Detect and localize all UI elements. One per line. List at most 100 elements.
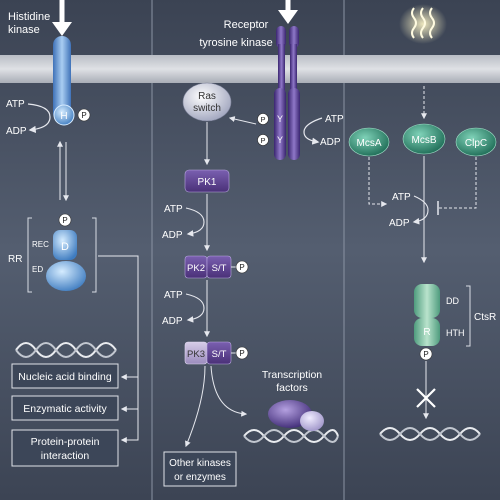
histidine-kinase xyxy=(53,36,71,122)
rtk-ligand-domain-left xyxy=(276,26,286,48)
rr-bracket-left xyxy=(27,217,32,293)
phosphate-icon xyxy=(257,134,269,146)
rtk-phosphate-1: P xyxy=(260,115,265,124)
rec-domain xyxy=(53,230,77,260)
panel-histidine-kinase: Histidine kinase H P ATP ADP RR REC ED D… xyxy=(6,0,139,467)
output-protein-line2: interaction xyxy=(41,450,90,462)
rtk-to-ras-arrow xyxy=(228,116,257,125)
output-box-nucleic xyxy=(11,363,119,389)
dd-label: DD xyxy=(446,296,459,306)
rtk-kinase-right xyxy=(288,88,300,160)
mcsb-label: McsB xyxy=(412,135,437,146)
rtk-atp-adp-arrow xyxy=(303,117,323,145)
output-protein-line1: Protein-protein xyxy=(31,436,100,448)
his-label: H xyxy=(60,111,67,122)
pk2-phosphate: P xyxy=(239,263,244,272)
rtk-title-line2: tyrosine kinase xyxy=(199,37,272,49)
panel-receptor-tyrosine-kinase: Receptor tyrosine kinase Y Y P P ATP ADP… xyxy=(162,0,344,487)
ctsr-r-label: R xyxy=(423,327,430,338)
effector-domain xyxy=(46,261,86,291)
pk1-label: PK1 xyxy=(198,177,217,188)
pk2-atp-adp-arrow xyxy=(185,293,205,323)
ras-label-line2: switch xyxy=(193,103,221,114)
cell-membrane xyxy=(0,55,500,83)
ctsr-phosphate: P xyxy=(423,350,428,359)
pk2-adp: ADP xyxy=(162,316,183,327)
rtk-phosphate-2: P xyxy=(260,136,265,145)
signal-arrow-head xyxy=(52,22,72,36)
tf-label-line2: factors xyxy=(276,382,308,394)
mcsa-to-mcsb-arrow xyxy=(368,157,388,207)
pk2-st-label: S/T xyxy=(212,263,227,274)
rtk-ligand-domain-right xyxy=(289,26,299,48)
d-label: D xyxy=(61,241,69,253)
ctsr-hth-domain xyxy=(414,318,440,346)
ras-switch xyxy=(182,82,232,122)
pk2-label: PK2 xyxy=(187,263,205,274)
rtk-atp: ATP xyxy=(325,114,344,125)
rtk-signal-arrow-head xyxy=(278,10,298,24)
phosphate-icon xyxy=(419,347,433,361)
pk3-st-label: S/T xyxy=(212,349,227,360)
phosphate-label: P xyxy=(81,111,86,120)
output-box-protein xyxy=(11,429,119,467)
hk-atp-adp-arrow xyxy=(27,103,51,134)
ctsr-dd-domain xyxy=(414,284,440,318)
mcs-adp: ADP xyxy=(389,218,410,229)
other-kinases-line2: or enzymes xyxy=(174,472,226,483)
mcs-atp-adp-arrow xyxy=(412,195,429,225)
blocked-x-icon xyxy=(416,388,436,408)
rr-label: RR xyxy=(8,254,22,265)
ctsr-label: CtsR xyxy=(474,312,496,323)
transcription-factor-small xyxy=(300,411,324,431)
pk3-phosphate: P xyxy=(239,349,244,358)
mcs-atp: ATP xyxy=(392,192,411,203)
panel-mcsb-ctsr: McsA McsB ClpC ATP ADP R P DD HTH CtsR xyxy=(348,4,497,441)
mcsa xyxy=(348,127,390,157)
pk3-to-other-arrow xyxy=(185,365,206,448)
dna-helix-middle xyxy=(243,429,339,443)
rr-bracket-right xyxy=(92,217,97,293)
phosphate-icon xyxy=(58,213,72,227)
other-kinases-line1: Other kinases xyxy=(169,458,231,469)
rr-phosphate-label: P xyxy=(62,216,67,225)
pk2-atp: ATP xyxy=(164,290,183,301)
ras-label-line1: Ras xyxy=(198,91,216,102)
his-domain xyxy=(53,104,75,126)
output-enzymatic-label: Enzymatic activity xyxy=(23,403,107,415)
pk3-to-tf-arrow xyxy=(210,365,248,417)
mcsa-label: McsA xyxy=(357,138,382,149)
ctsr-bracket xyxy=(466,285,471,347)
clpc-inhibition-line xyxy=(438,157,477,209)
pk1-atp-adp-arrow xyxy=(185,207,205,237)
tyr-label-1: Y xyxy=(277,114,283,124)
rtk-transmembrane-right xyxy=(290,44,297,92)
tyr-label-2: Y xyxy=(277,135,283,145)
clpc xyxy=(455,127,497,157)
hk-title-line2: kinase xyxy=(8,24,40,36)
dna-helix-left xyxy=(15,342,117,358)
hth-label: HTH xyxy=(446,328,465,338)
phosphate-icon xyxy=(235,260,249,274)
pk3-label: PK3 xyxy=(187,349,205,360)
mcsb xyxy=(402,123,446,155)
heat-icon xyxy=(399,4,447,44)
phosphate-icon xyxy=(235,346,249,360)
dna-helix-right xyxy=(379,427,481,441)
output-nucleic-label: Nucleic acid binding xyxy=(18,371,112,383)
pk1-adp: ADP xyxy=(162,230,183,241)
phosphate-icon xyxy=(77,108,91,122)
pk1-box xyxy=(184,169,230,193)
rr-output-line xyxy=(98,255,139,443)
hk-title-line1: Histidine xyxy=(8,11,50,23)
rtk-kinase-left xyxy=(274,88,286,160)
other-kinases-box xyxy=(163,451,237,487)
ed-label: ED xyxy=(32,265,43,274)
rec-label: REC xyxy=(32,240,49,249)
rtk-title-line1: Receptor xyxy=(224,19,269,31)
tf-label-line1: Transcription xyxy=(262,369,322,381)
rtk-adp: ADP xyxy=(320,137,341,148)
rtk-transmembrane-left xyxy=(278,44,285,92)
